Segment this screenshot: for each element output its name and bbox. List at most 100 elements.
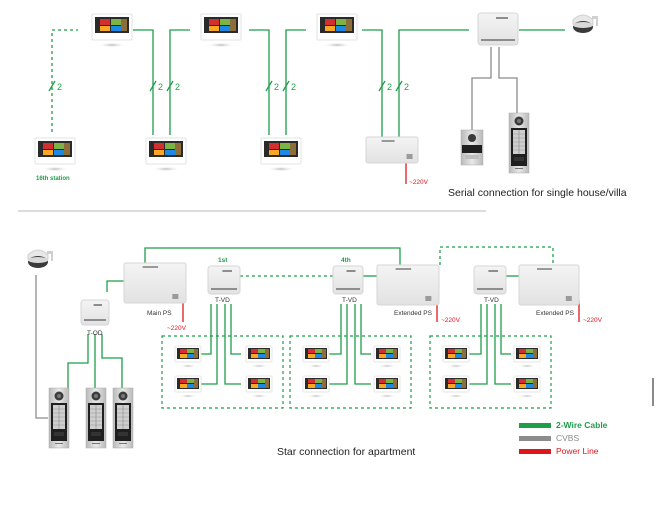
wire-top3-b xyxy=(398,29,469,137)
power-label-ext1: ~220V xyxy=(441,317,461,324)
wire-marker-16th-count: 2 xyxy=(57,82,62,92)
indoor-monitor-icon xyxy=(373,345,401,369)
tod-label: T-OD xyxy=(87,330,103,337)
indoor-monitor-icon xyxy=(442,345,470,369)
star-caption: Star connection for apartment xyxy=(277,446,415,458)
distributor-icon-body xyxy=(80,299,110,326)
wire-marker-a2-slash xyxy=(265,80,273,92)
power-supply-icon xyxy=(365,136,419,164)
door-station-plate xyxy=(465,155,479,159)
main-ps-label: Main PS xyxy=(147,310,172,317)
trunk-main-to-extended xyxy=(144,247,401,265)
dashed-trunk-extended xyxy=(439,246,554,265)
serial-devices xyxy=(34,12,599,174)
distributor-icon xyxy=(207,265,241,295)
wire-marker-a3-slash xyxy=(378,80,386,92)
wire-tod-door1 xyxy=(67,334,89,388)
indoor-monitor-icon xyxy=(260,137,302,172)
wire-tvd-monitor xyxy=(224,304,241,385)
wire-tod-mainps xyxy=(106,280,124,292)
power-supply-icon-terminals-top xyxy=(395,268,412,270)
indoor-monitor-icon xyxy=(316,13,358,48)
distributor-icon-terminals-top xyxy=(93,304,102,306)
distributor-icon-terminals-bottom xyxy=(211,288,237,290)
door-station-icon xyxy=(85,387,107,449)
indoor-monitor-icon xyxy=(200,13,242,48)
legend: 2-Wire Cable CVBS Power Line xyxy=(519,420,608,456)
power-supply-icon-terminals-top xyxy=(537,268,552,270)
distributor-icon-terminals-top xyxy=(222,270,232,272)
star-devices xyxy=(27,249,580,449)
extended-ps-label-1: Extended PS xyxy=(394,310,433,317)
power-supply-icon xyxy=(123,262,187,304)
door-station-icon xyxy=(508,112,530,174)
power-supply-icon-body xyxy=(376,264,440,306)
star-wiring xyxy=(35,246,580,419)
indoor-monitor-icon xyxy=(513,375,541,399)
wire-tvd-monitor xyxy=(354,304,371,385)
station-label-16th: 16th station xyxy=(36,176,70,182)
power-supply-icon-body xyxy=(123,262,187,304)
indoor-monitor-icon xyxy=(91,13,133,48)
door-station-screen xyxy=(462,145,482,153)
wire-tod-door3 xyxy=(101,334,123,388)
power-supply-icon-power-terminal xyxy=(172,294,179,299)
wire-marker-a1-count: 2 xyxy=(158,82,163,92)
indoor-monitor-icon xyxy=(373,375,401,399)
wire-top1-b xyxy=(169,29,190,135)
wire-marker-b2-count: 2 xyxy=(291,82,296,92)
power-supply-icon xyxy=(376,264,440,306)
wire-tvd-monitor xyxy=(360,304,371,355)
distributor-icon xyxy=(473,265,507,295)
distributor-icon-body xyxy=(207,265,241,295)
wire-marker-b3-slash xyxy=(395,80,403,92)
indoor-monitor-icon xyxy=(513,345,541,369)
indoor-monitor-icon xyxy=(145,137,187,172)
cvbs-to-door-small xyxy=(471,47,492,130)
wire-marker-a1-slash xyxy=(149,80,157,92)
indoor-monitor-icon xyxy=(174,345,202,369)
wire-marker-a3-count: 2 xyxy=(387,82,392,92)
tvd-label-2: T-VD xyxy=(342,297,357,304)
legend-swatch-two-wire xyxy=(519,423,551,428)
floor-label-4th: 4th xyxy=(341,257,351,264)
wire-marker-16th-slash xyxy=(48,80,56,92)
distributor-icon-terminals-top xyxy=(496,17,508,19)
cvbs-to-door-tall xyxy=(498,47,518,113)
power-label-ext2: ~220V xyxy=(583,317,603,324)
power-supply-icon-power-terminal xyxy=(565,296,572,301)
indoor-monitor-icon xyxy=(174,375,202,399)
indoor-monitor-icon xyxy=(442,375,470,399)
wire-marker-b3-count: 2 xyxy=(404,82,409,92)
power-supply-icon xyxy=(518,264,580,306)
cvbs-camera-to-door xyxy=(35,275,48,419)
legend-label-cvbs: CVBS xyxy=(556,433,579,443)
distributor-icon xyxy=(80,299,110,326)
distributor-icon-body xyxy=(473,265,507,295)
distributor-icon-terminals-bottom xyxy=(481,39,515,41)
wire-marker-b1-slash xyxy=(166,80,174,92)
door-station-icon xyxy=(112,387,134,449)
indoor-monitor-icon xyxy=(302,345,330,369)
legend-label-power: Power Line xyxy=(556,446,599,456)
wire-top3-a xyxy=(362,29,383,137)
tvd-label-1: T-VD xyxy=(215,297,230,304)
scroll-indicator[interactable] xyxy=(652,378,654,406)
wire-tvd-monitor xyxy=(230,304,241,355)
wire-top2-a xyxy=(249,29,270,135)
indoor-monitor-icon xyxy=(34,137,76,172)
wire-top2-b xyxy=(285,29,306,135)
distributor-icon xyxy=(332,265,364,295)
power-supply-icon-power-terminal xyxy=(425,296,432,301)
wire-marker-b1-count: 2 xyxy=(175,82,180,92)
legend-swatch-power xyxy=(519,449,551,454)
wire-marker-a2-count: 2 xyxy=(274,82,279,92)
floor-label-1st: 1st xyxy=(218,257,228,264)
door-station-icon xyxy=(48,387,70,449)
distributor-icon-body xyxy=(477,12,519,46)
dome-camera-icon xyxy=(572,14,599,34)
distributor-icon-terminals-top xyxy=(488,270,498,272)
extended-ps-label-2: Extended PS xyxy=(536,310,575,317)
indoor-monitor-icon xyxy=(245,375,273,399)
